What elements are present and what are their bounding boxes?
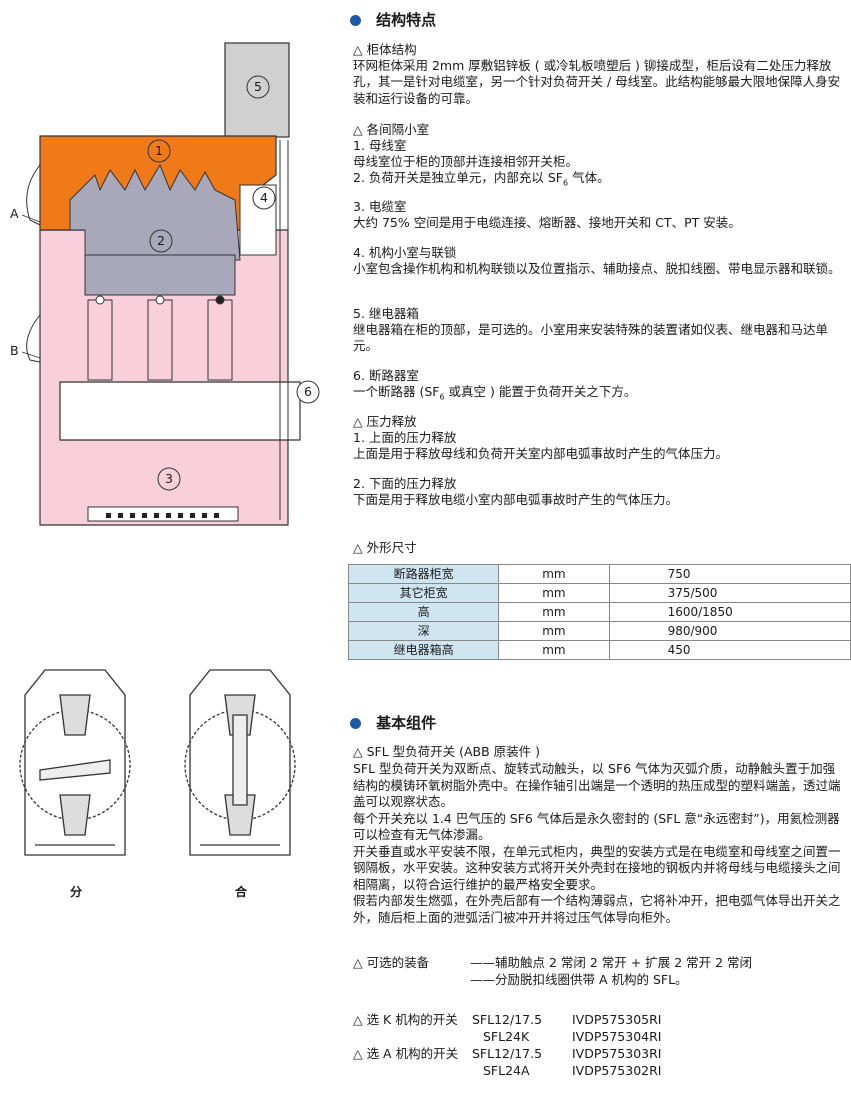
c3-head: 3. 电缆室 — [353, 199, 407, 214]
relay-box — [224, 42, 290, 138]
k-mechanism-head: △ 选 K 机构的开关 — [353, 1012, 458, 1027]
label-b: B — [10, 343, 19, 358]
c5-body: 继电器箱在柜的顶部，是可选的。小室用来安装特殊的装置诸如仪表、继电器和马达单元。 — [353, 322, 829, 354]
label-5: 5 — [254, 79, 262, 94]
sfl-p2: 每个开关充以 1.4 巴气压的 SF6 气体后是永久密封的 (SFL 意“永远密… — [353, 810, 840, 843]
section2-title: 基本组件 — [376, 714, 437, 732]
sfl-body: SFL 型负荷开关为双断点、旋转式动触头，以 SF6 气体为灭弧介质，动静触头置… — [353, 761, 841, 926]
cabinet-head: △ 柜体结构 — [353, 42, 417, 57]
relief-b1: 上面是用于释放母线和负荷开关室内部电弧事故时产生的气体压力。 — [353, 446, 729, 461]
sfl-head: △ SFL 型负荷开关 (ABB 原装件 ) — [353, 744, 541, 759]
relief-head: △ 压力释放 — [353, 414, 417, 429]
table-row: 断路器柜宽 mm 750 — [347, 564, 851, 584]
a-code-1: IVDP575303RI — [572, 1046, 662, 1061]
cabinet-diagram — [21, 42, 320, 526]
dimensions-table: 断路器柜宽 mm 750 其它柜宽 mm 375/500 高 mm 1600/1… — [347, 564, 851, 660]
sfl-switch-diagrams — [19, 669, 296, 856]
dims-head: △ 外形尺寸 — [353, 540, 417, 555]
c5-head: 5. 继电器箱 — [353, 306, 419, 321]
relief-h1: 1. 上面的压力释放 — [353, 430, 457, 445]
table-row: 其它柜宽 mm 375/500 — [347, 583, 851, 603]
sfl-closed-diagram — [184, 669, 296, 856]
k-code-2: IVDP575304RI — [572, 1029, 662, 1044]
sfl-p4: 假若内部发生燃弧，在外壳后部有一个结构薄弱点，它将补冲开，把电弧气体导出开关之外… — [353, 893, 841, 925]
label-4: 4 — [260, 190, 268, 205]
c3-body: 大约 75% 空间是用于电缆连接、熔断器、接地开关和 CT、PT 安装。 — [353, 215, 741, 230]
section1-title: 结构特点 — [376, 11, 437, 29]
options-head: △ 可选的装备 — [353, 955, 430, 970]
bullet-icon — [350, 15, 361, 26]
sfl-p3: 开关垂直或水平安装不限，在单元式柜内，典型的安装方式是在电缆室和母线室之间置一钢… — [353, 843, 841, 892]
relief-h2: 2. 下面的压力释放 — [353, 476, 457, 491]
caption-closed: 合 — [235, 885, 248, 899]
sfl-open-diagram — [19, 669, 131, 856]
table-row: 深 mm 980/900 — [347, 621, 851, 641]
label-1: 1 — [155, 143, 163, 158]
bullet-icon — [350, 718, 361, 729]
table-row: 高 mm 1600/1850 — [347, 602, 851, 622]
k-model-1: SFL12/17.5 — [472, 1012, 543, 1027]
c6-body: 一个断路器 (SF6 或真空 ) 能置于负荷开关之下方。 — [353, 384, 637, 402]
label-2: 2 — [157, 233, 165, 248]
breaker-compartment — [59, 381, 301, 441]
c6-head: 6. 断路器室 — [353, 368, 419, 383]
caption-open: 分 — [70, 885, 83, 899]
a-code-2: IVDP575302RI — [572, 1063, 662, 1078]
label-3: 3 — [165, 471, 173, 486]
option-2: ——分励脱扣线圈供带 A 机构的 SFL。 — [470, 972, 688, 987]
option-1: ——辅助触点 2 常闭 2 常开 + 扩展 2 常开 2 常闭 — [470, 955, 753, 970]
c4-body: 小室包含操作机构和机构联锁以及位置指示、辅助接点、脱扣线圈、带电显示器和联锁。 — [353, 261, 841, 276]
section2-heading: 基本组件 — [350, 712, 436, 733]
section1-heading: 结构特点 — [350, 9, 436, 30]
a-model-2: SFL24A — [483, 1063, 530, 1078]
relief-b2: 下面是用于释放电缆小室内部电弧事故时产生的气体压力。 — [353, 492, 679, 507]
switch-lower — [84, 254, 236, 296]
label-a: A — [10, 206, 19, 221]
sfl-p1: SFL 型负荷开关为双断点、旋转式动触头，以 SF6 气体为灭弧介质，动静触头置… — [353, 761, 841, 809]
c1-body: 母线室位于柜的顶部并连接相邻开关柜。 — [353, 154, 579, 169]
c4-head: 4. 机构小室与联锁 — [353, 245, 457, 260]
a-mechanism-head: △ 选 A 机构的开关 — [353, 1046, 459, 1061]
k-code-1: IVDP575305RI — [572, 1012, 662, 1027]
cabinet-body: 环网柜体采用 2mm 厚敷铝锌板 ( 或冷轧板喷塑后 ) 铆接成型，柜后设有二处… — [353, 58, 841, 106]
c2-text: 2. 负荷开关是独立单元，内部充以 SF6 气体。 — [353, 170, 610, 188]
c1-head: 1. 母线室 — [353, 138, 407, 153]
a-model-1: SFL12/17.5 — [472, 1046, 543, 1061]
label-6: 6 — [304, 384, 312, 399]
compartments-head: △ 各间隔小室 — [353, 122, 430, 137]
k-model-2: SFL24K — [483, 1029, 530, 1044]
table-row: 继电器箱高 mm 450 — [347, 640, 851, 660]
